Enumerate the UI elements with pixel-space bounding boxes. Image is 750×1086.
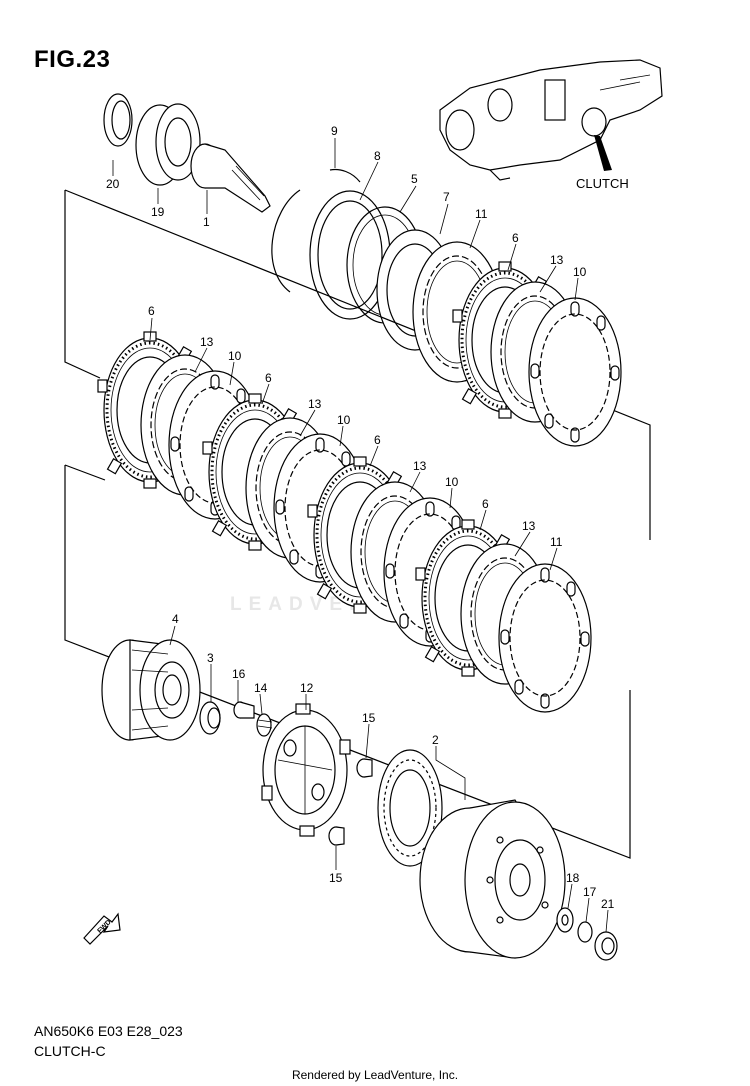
plate-8: [309, 190, 391, 320]
clutch-hub-4: [101, 639, 201, 741]
leader-lines: [112, 138, 609, 933]
callout: 10: [337, 413, 351, 427]
callout: 21: [601, 897, 615, 911]
callout: 13: [413, 459, 427, 473]
fwd-arrow-icon: FWD: [83, 912, 121, 945]
oil-seal-20: [103, 93, 133, 147]
figure-title: FIG.23: [34, 46, 111, 73]
bolt-16: [233, 701, 255, 719]
section-name: CLUTCH-C: [34, 1043, 106, 1059]
callout: 5: [411, 172, 418, 186]
callout: 10: [573, 265, 587, 279]
callout: 6: [482, 497, 489, 511]
callout: 19: [151, 205, 165, 219]
callout: 6: [265, 371, 272, 385]
callout: 3: [207, 651, 214, 665]
group-outline-1: [64, 189, 651, 540]
plate-10-band1: [528, 297, 622, 447]
wire-ring-9: [329, 168, 361, 183]
shaft-1: [190, 143, 271, 213]
bearing-19: [135, 103, 201, 186]
callout: 13: [550, 253, 564, 267]
callout: 11: [475, 207, 488, 221]
bearing-21: [594, 931, 618, 961]
clutch-housing: [419, 799, 566, 959]
engine-inset: CLUTCH: [439, 59, 663, 191]
washer-17: [577, 921, 593, 943]
callout: 15: [329, 871, 343, 885]
snap-ring: [271, 189, 301, 293]
callout: 2: [432, 733, 439, 747]
spacer-3: [199, 701, 221, 735]
callout: 13: [200, 335, 214, 349]
callout: 11: [550, 535, 563, 549]
callout: 13: [308, 397, 322, 411]
callout: 10: [445, 475, 459, 489]
callout: 8: [374, 149, 381, 163]
callout: 6: [512, 231, 519, 245]
callout: 16: [232, 667, 246, 681]
washer-18: [556, 907, 574, 933]
pressure-plate-12: [261, 703, 351, 837]
callout: 18: [566, 871, 580, 885]
callout: 14: [254, 681, 268, 695]
callout: 15: [362, 711, 376, 725]
callout: 20: [106, 177, 120, 191]
callout: 6: [374, 433, 381, 447]
callout-labels: 20 19 1 9 8 5 7 11 6 13 10 6 13 10 6 13 …: [106, 124, 615, 911]
one-way-clutch-2: [377, 749, 443, 867]
plate-11-band2: [498, 563, 592, 713]
roller-15-upper: [356, 758, 373, 778]
model-code: AN650K6 E03 E28_023: [34, 1023, 183, 1039]
callout: 13: [522, 519, 536, 533]
callout: 9: [331, 124, 338, 138]
callout: 7: [443, 190, 450, 204]
spring-14: [256, 713, 273, 737]
callout: 12: [300, 681, 314, 695]
callout: 4: [172, 612, 179, 626]
callout: 1: [203, 215, 210, 229]
inset-clutch-label: CLUTCH: [576, 176, 629, 191]
footer-credit: Rendered by LeadVenture, Inc.: [291, 1068, 459, 1082]
callout: 17: [583, 885, 597, 899]
roller-15-lower: [328, 826, 345, 846]
callout: 6: [148, 304, 155, 318]
callout: 10: [228, 349, 242, 363]
